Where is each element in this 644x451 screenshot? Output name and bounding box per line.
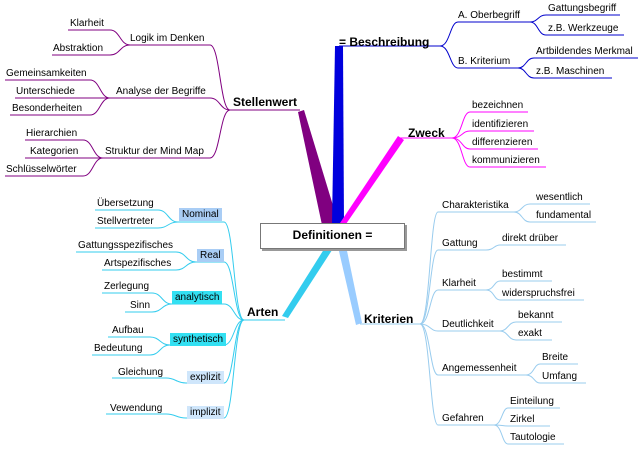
topic-charakteristika[interactable]: Charakteristika (442, 200, 509, 211)
subtopic-wesentlich[interactable]: wesentlich (536, 192, 583, 203)
branch-wedge-beschreibung (332, 46, 344, 224)
subtopic-identifizieren[interactable]: identifizieren (472, 119, 529, 130)
subtopic-kommunizieren[interactable]: kommunizieren (472, 155, 540, 166)
branch-wedge-zweck (338, 136, 404, 226)
subtopic-unterschiede[interactable]: Unterschiede (16, 86, 75, 97)
subtopic-differenzieren[interactable]: differenzieren (472, 137, 533, 148)
subtopic-uebersetzung[interactable]: Übersetzung (97, 198, 154, 209)
branch-stellenwert[interactable]: Stellenwert (233, 95, 298, 109)
subtopic-fundamental[interactable]: fundamental (536, 210, 592, 221)
subtopic-umfang[interactable]: Umfang (542, 371, 578, 382)
branch-wedge-kriterien (338, 246, 362, 325)
topic-gefahren[interactable]: Gefahren (442, 413, 484, 424)
subtopic-aufbau[interactable]: Aufbau (112, 325, 144, 336)
topic-gattung[interactable]: Gattung (442, 238, 478, 249)
topic-logik-im-denken[interactable]: Logik im Denken (130, 33, 205, 44)
central-topic-label: Definitionen = (292, 228, 373, 242)
subtopic-schluesselwoerter[interactable]: Schlüsselwörter (6, 164, 77, 175)
subtopic-tautologie[interactable]: Tautologie (510, 432, 556, 443)
subtopic-bedeutung[interactable]: Bedeutung (94, 343, 143, 354)
subtopic-breite[interactable]: Breite (542, 352, 569, 363)
branch-beschreibung[interactable]: = Beschreibung (339, 35, 430, 49)
subtopic-kategorien[interactable]: Kategorien (30, 146, 79, 157)
central-topic[interactable]: Definitionen = (260, 223, 405, 249)
subtopic-widerspruchsfrei[interactable]: widerspruchsfrei (502, 288, 575, 299)
topic-explizit[interactable]: explizit (187, 371, 224, 384)
topic-analyse-der-begriffe[interactable]: Analyse der Begriffe (116, 86, 206, 97)
subtopic-werkzeuge[interactable]: z.B. Werkzeuge (548, 23, 619, 34)
topic-klarheit[interactable]: Klarheit (442, 278, 476, 289)
subtopic-bestimmt[interactable]: bestimmt (502, 269, 543, 280)
topic-analytisch[interactable]: analytisch (172, 291, 223, 304)
branch-arten[interactable]: Arten (247, 305, 279, 319)
branch-wedge-arten (282, 246, 334, 318)
subtopic-stellvertreter[interactable]: Stellvertreter (97, 216, 154, 227)
subtopic-abstraktion[interactable]: Abstraktion (53, 43, 104, 54)
topic-angemessenheit[interactable]: Angemessenheit (442, 363, 517, 374)
subtopic-gleichung[interactable]: Gleichung (118, 367, 164, 378)
branch-wedge-stellenwert (298, 110, 338, 225)
subtopic-zerlegung[interactable]: Zerlegung (104, 281, 150, 292)
topic-struktur-der-mind-map[interactable]: Struktur der Mind Map (105, 146, 204, 157)
subtopic-vewendung[interactable]: Vewendung (110, 403, 163, 414)
subtopic-hierarchien[interactable]: Hierarchien (26, 128, 78, 139)
subtopic-artspezifisches[interactable]: Artspezifisches (104, 258, 172, 269)
subtopic-klarheit[interactable]: Klarheit (70, 18, 104, 29)
subtopic-einteilung[interactable]: Einteilung (510, 396, 554, 407)
subtopic-gattungsspezifisches[interactable]: Gattungsspezifisches (78, 240, 174, 251)
subtopic-bekannt[interactable]: bekannt (518, 310, 554, 321)
subtopic-direkt-drueber[interactable]: direkt drüber (502, 233, 559, 244)
subtopic-zirkel[interactable]: Zirkel (510, 414, 535, 425)
subtopic-artbildendes-merkmal[interactable]: Artbildendes Merkmal (536, 46, 633, 57)
subtopic-sinn[interactable]: Sinn (130, 300, 151, 311)
branch-kriterien[interactable]: Kriterien (364, 312, 414, 326)
branch-zweck[interactable]: Zweck (408, 126, 445, 140)
subtopic-bezeichnen[interactable]: bezeichnen (472, 100, 524, 111)
topic-implizit[interactable]: implizit (187, 406, 224, 419)
subtopic-gemeinsamkeiten[interactable]: Gemeinsamkeiten (6, 68, 87, 79)
topic-deutlichkeit[interactable]: Deutlichkeit (442, 319, 494, 330)
subtopic-besonderheiten[interactable]: Besonderheiten (12, 103, 83, 114)
topic-nominal[interactable]: Nominal (179, 208, 222, 221)
subtopic-exakt[interactable]: exakt (518, 328, 542, 339)
subtopic-gattungsbegriff[interactable]: Gattungsbegriff (548, 3, 617, 14)
topic-synthetisch[interactable]: synthetisch (170, 333, 227, 346)
topic-real[interactable]: Real (197, 249, 224, 262)
subtopic-maschinen[interactable]: z.B. Maschinen (536, 66, 605, 77)
topic-kriterium[interactable]: B. Kriterium (458, 56, 511, 67)
topic-oberbegriff[interactable]: A. Oberbegriff (458, 10, 521, 21)
